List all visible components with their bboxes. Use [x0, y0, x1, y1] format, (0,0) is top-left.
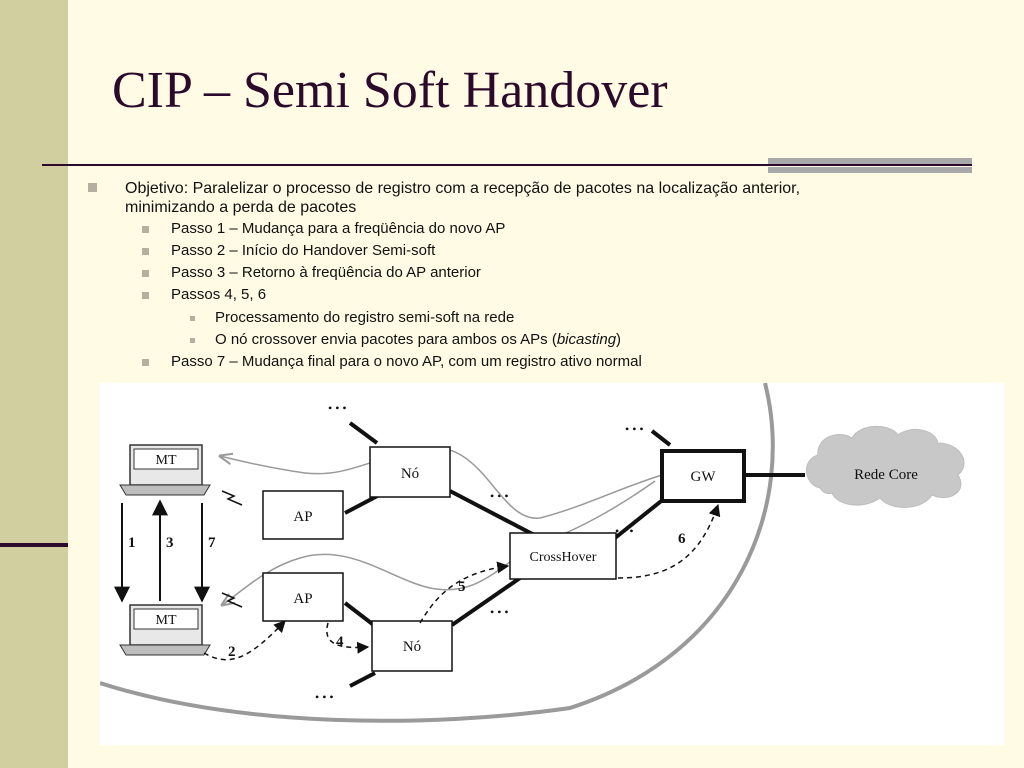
ellipsis-right-crosshover: • • •: [615, 524, 634, 538]
label-step7: 7: [208, 535, 216, 551]
bullet-step1: Passo 1 – Mudança para a freqüência do n…: [171, 220, 506, 237]
ellipsis-right-no-bottom: • • •: [490, 605, 509, 619]
wireless-icon-bottom: [221, 592, 243, 608]
bullet-marker-step456: [142, 292, 149, 299]
gw-label: GW: [691, 469, 717, 485]
ap-top-label: AP: [293, 509, 312, 525]
bullet-sub2-post: ): [616, 331, 622, 348]
arrow-step2: [203, 620, 286, 661]
bullet-marker-step2: [142, 248, 149, 255]
title-rule: [42, 164, 972, 166]
no-bottom-box: [371, 620, 453, 672]
label-step1: 1: [128, 535, 136, 551]
ap-bottom-box: [262, 572, 344, 622]
ap-top-box: [262, 490, 344, 540]
mt-bottom-label: MT: [156, 613, 177, 628]
bullet-sub2-pre: O nó crossover envia pacotes para ambos …: [215, 331, 557, 348]
bullet-step2: Passo 2 – Início do Handover Semi-soft: [171, 242, 436, 259]
ellipsis-top-no: • • •: [328, 401, 347, 415]
bullet-step456: Passos 4, 5, 6: [171, 286, 267, 303]
link-no-top-crosshover: [449, 489, 541, 540]
ap-bottom-label: AP: [293, 591, 312, 607]
no-top-box: [369, 446, 451, 498]
packet-path-bottom: [222, 480, 656, 605]
link-no-top-upper: [348, 421, 379, 445]
bullet-marker-sub2: [190, 338, 195, 343]
crosshover-label: CrossHover: [530, 550, 597, 565]
link-ap-bottom-no-bottom: [343, 601, 377, 628]
left-decor-accent: [0, 543, 68, 547]
wireless-icon-top: [221, 490, 243, 506]
ellipsis-top-gw: • • •: [625, 422, 644, 436]
diagram-svg: Rede Core • • • • • • • • • • • • • • • …: [99, 382, 965, 723]
link-no-bottom-lower: [349, 671, 376, 688]
label-step4: 4: [336, 634, 344, 650]
bullet-sub2-em: bicasting: [556, 331, 617, 348]
ellipsis-bottom-no: • • •: [315, 690, 334, 704]
arrow-step6: [617, 503, 721, 579]
cloud-shape: [806, 425, 965, 508]
bullet-marker-step3: [142, 270, 149, 277]
label-step6: 6: [678, 531, 686, 547]
label-step2: 2: [228, 644, 236, 660]
bullet-sub2: O nó crossover envia pacotes para ambos …: [215, 330, 621, 350]
mt-top-laptop: [119, 444, 211, 496]
bullet-step3: Passo 3 – Retorno à freqüência do AP ant…: [171, 264, 481, 281]
label-step5: 5: [458, 579, 466, 595]
bullet-main-line1: Objetivo: Paralelizar o processo de regi…: [125, 180, 801, 197]
domain-ellipse: [99, 382, 775, 723]
crosshover-box: [509, 532, 617, 580]
bullet-step7: Passo 7 – Mudança final para o novo AP, …: [171, 353, 642, 370]
bullet-marker-sub1: [190, 316, 195, 321]
no-top-label: Nó: [401, 466, 419, 482]
bullet-sub1: Processamento do registro semi-soft na r…: [215, 309, 515, 326]
arrow-step5: [419, 561, 510, 624]
handover-diagram: Rede Core • • • • • • • • • • • • • • • …: [99, 382, 1004, 745]
title-rule-grey-2: [768, 167, 972, 173]
bullet-main-line2: minimizando a perda de pacotes: [125, 199, 357, 216]
slide-title: CIP – Semi Soft Handover: [112, 62, 668, 119]
label-step3: 3: [166, 535, 174, 551]
link-no-bottom-crosshover: [450, 576, 522, 627]
bullet-marker-step7: [142, 359, 149, 366]
mt-bottom-laptop: [119, 604, 211, 656]
arrow-step4: [326, 622, 370, 654]
mt-top-label: MT: [156, 453, 177, 468]
cloud-label: Rede Core: [854, 467, 918, 483]
link-gw-upper: [650, 429, 672, 447]
title-rule-grey: [768, 158, 972, 164]
gw-box: [660, 449, 746, 503]
link-crosshover-gw: [613, 496, 667, 540]
left-decor-bar: [0, 0, 68, 768]
bullet-marker-step1: [142, 226, 149, 233]
no-bottom-label: Nó: [403, 639, 421, 655]
bullet-marker-main: [88, 183, 97, 192]
